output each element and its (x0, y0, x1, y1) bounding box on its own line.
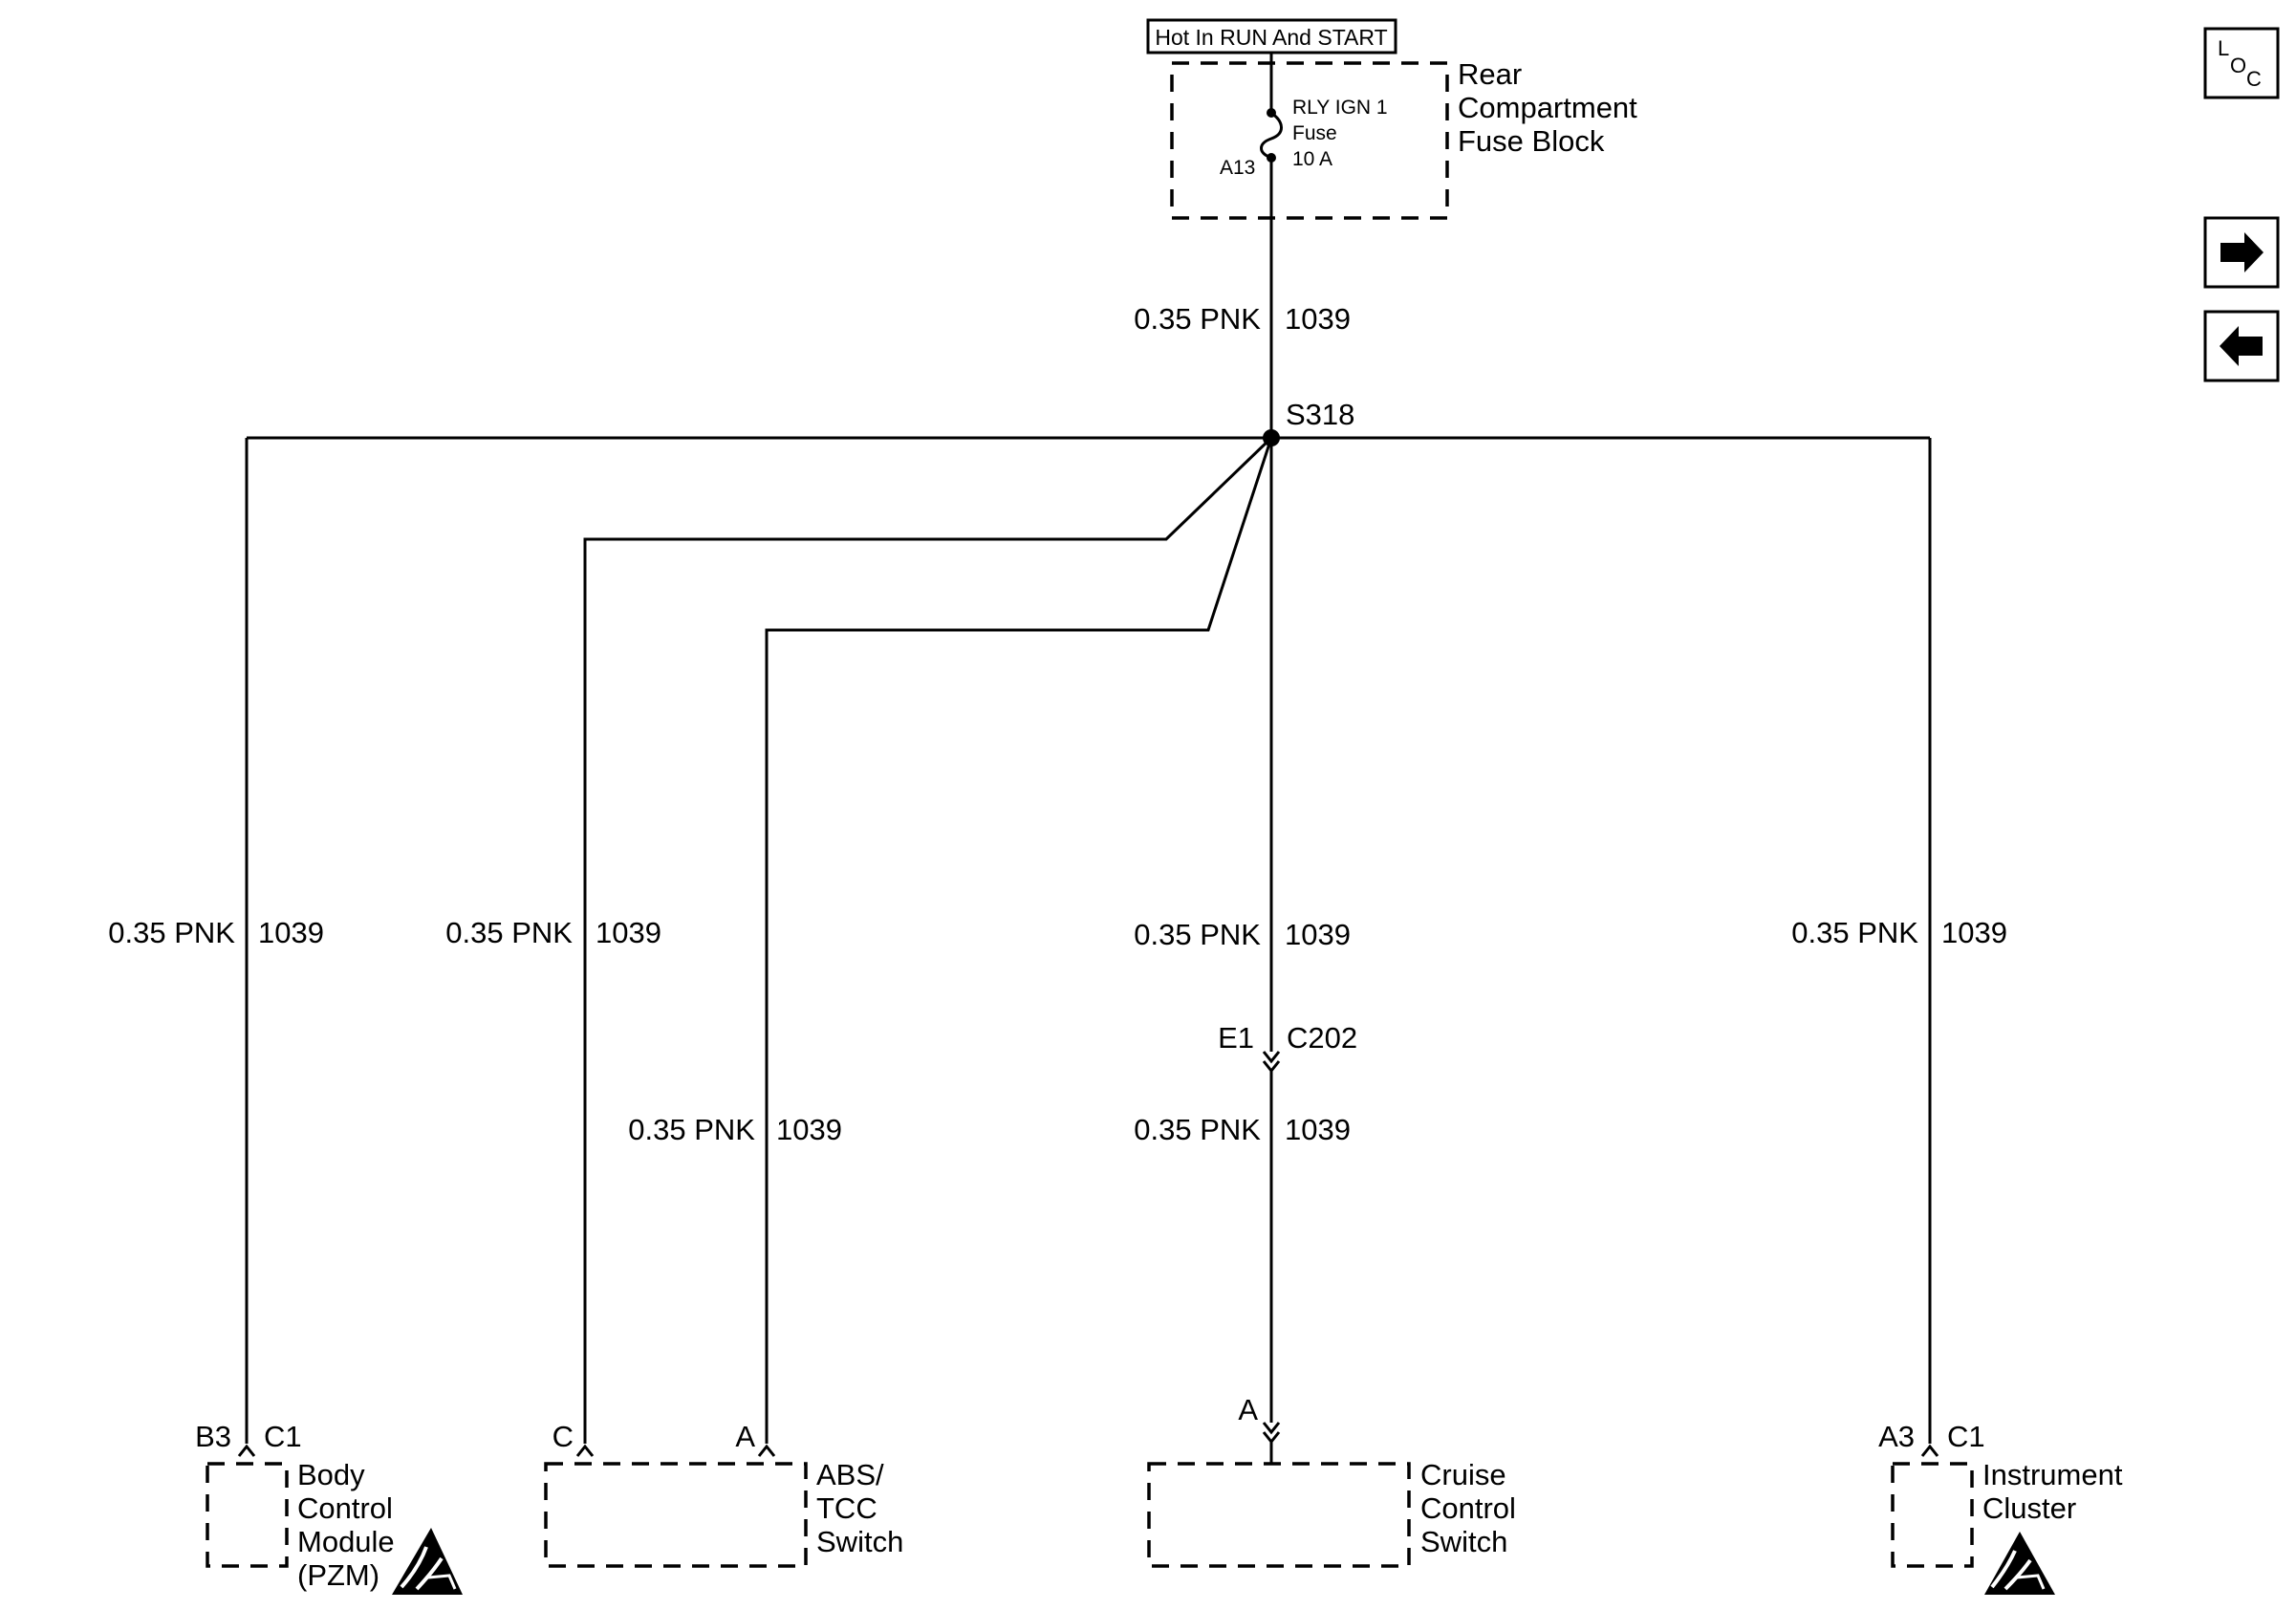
abs-tcc-wire-a (765, 437, 1273, 1444)
fuse-block-name: Rear Compartment Fuse Block (1458, 57, 1637, 158)
cluster-outline (1891, 1462, 1974, 1568)
fuse-block-name-line-3: Fuse Block (1458, 124, 1605, 158)
abs-tcc-wire-c-gauge: 0.35 PNK (445, 916, 573, 949)
feed-wire-gauge: 0.35 PNK (1134, 302, 1261, 336)
splice-label: S318 (1286, 398, 1354, 431)
power-source-label-box: Hot In RUN And START (1146, 18, 1397, 54)
cruise-outline (1147, 1462, 1411, 1568)
cruise-wire-upper-gauge: 0.35 PNK (1134, 918, 1261, 951)
bcm-name-line-1: Body (297, 1458, 365, 1491)
arrow-left-icon (2220, 326, 2263, 366)
inline-connector-pin: E1 (1218, 1021, 1254, 1055)
abs-tcc-wire-a-gauge: 0.35 PNK (628, 1113, 755, 1146)
abs-tcc-pin-a-symbol (757, 1444, 776, 1457)
fuse-label-line-1: RLY IGN 1 (1292, 97, 1388, 119)
cluster-name-line-1: Instrument (1982, 1458, 2123, 1491)
cruise-name-line-2: Control (1420, 1491, 1516, 1525)
cluster-wire-gauge: 0.35 PNK (1791, 916, 1918, 949)
abs-tcc-pin-c-label: C (552, 1420, 574, 1453)
bcm-name-line-4: (PZM) (297, 1558, 379, 1592)
power-source-label: Hot In RUN And START (1155, 25, 1387, 50)
loc-letter-c: C (2246, 67, 2262, 91)
inline-connector-symbol (1262, 1051, 1281, 1074)
fuse-block-name-line-1: Rear (1458, 57, 1522, 91)
bcm-name: Body Control Module (PZM) (297, 1458, 395, 1592)
cluster-connector-label: C1 (1947, 1420, 1985, 1453)
fuse-symbol (1260, 53, 1283, 218)
esd-warning-icon (1984, 1532, 2055, 1595)
abs-tcc-outline (544, 1462, 808, 1568)
cluster-pin-label: A3 (1878, 1420, 1915, 1453)
bcm-name-line-3: Module (297, 1525, 395, 1558)
esd-warning-icon (392, 1528, 463, 1595)
cluster-name: Instrument Cluster (1982, 1458, 2123, 1525)
fuse-terminal-label: A13 (1220, 157, 1255, 179)
feed-wire-circuit: 1039 (1285, 302, 1351, 336)
abs-tcc-name-line-1: ABS/ (816, 1458, 884, 1491)
abs-tcc-pin-c-symbol (575, 1444, 595, 1457)
cruise-pin-symbol (1262, 1422, 1281, 1464)
fuse-block-name-line-2: Compartment (1458, 91, 1637, 124)
cluster-pin-symbol (1920, 1444, 1939, 1457)
next-page-button[interactable] (2203, 216, 2280, 289)
loc-letter-l: L (2218, 36, 2229, 60)
cruise-wire-lower-circuit: 1039 (1285, 1113, 1351, 1146)
bcm-outline (206, 1462, 289, 1568)
inline-connector-id: C202 (1287, 1021, 1357, 1055)
fuse-label-line-3: 10 A (1292, 148, 1332, 170)
abs-tcc-wire-a-circuit: 1039 (776, 1113, 842, 1146)
fuse-label-line-2: Fuse (1292, 122, 1337, 144)
abs-tcc-name-line-3: Switch (816, 1525, 903, 1558)
abs-tcc-wire-c-circuit: 1039 (596, 916, 661, 949)
bcm-name-line-2: Control (297, 1491, 393, 1525)
loc-button[interactable]: L O C (2203, 27, 2280, 99)
abs-tcc-name-line-2: TCC (816, 1491, 877, 1525)
fuse-block-outline (1170, 61, 1449, 220)
abs-tcc-pin-a-label: A (735, 1420, 755, 1453)
bcm-wire-gauge: 0.35 PNK (108, 916, 235, 949)
cruise-name: Cruise Control Switch (1420, 1458, 1516, 1558)
bcm-pin-symbol (237, 1444, 256, 1457)
cruise-pin-label: A (1238, 1393, 1258, 1426)
cruise-wire-lower-gauge: 0.35 PNK (1134, 1113, 1261, 1146)
abs-tcc-wire-c (583, 436, 1273, 1444)
bcm-wire-circuit: 1039 (258, 916, 324, 949)
arrow-right-icon (2220, 232, 2264, 272)
cluster-wire-circuit: 1039 (1941, 916, 2007, 949)
cruise-name-line-3: Switch (1420, 1525, 1507, 1558)
fuse-label: RLY IGN 1 Fuse 10 A (1292, 97, 1388, 170)
prev-page-button[interactable] (2203, 310, 2280, 382)
bcm-pin-label: B3 (195, 1420, 231, 1453)
cruise-wire-upper-circuit: 1039 (1285, 918, 1351, 951)
cruise-name-line-1: Cruise (1420, 1458, 1506, 1491)
cluster-name-line-2: Cluster (1982, 1491, 2076, 1525)
loc-icon: L O C (2218, 36, 2262, 91)
loc-letter-o: O (2230, 54, 2246, 77)
abs-tcc-name: ABS/ TCC Switch (816, 1458, 903, 1558)
bcm-connector-label: C1 (264, 1420, 302, 1453)
